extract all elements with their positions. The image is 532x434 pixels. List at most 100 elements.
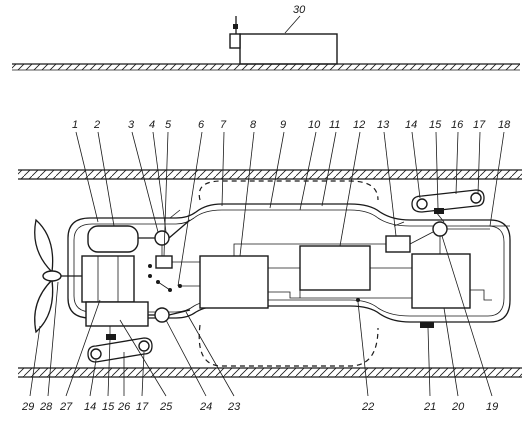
- surface-antenna-tip: [233, 24, 238, 29]
- leader-3: [131, 131, 159, 233]
- valve-24: [154, 307, 170, 323]
- leaders-bottom: [29, 235, 493, 397]
- contact-dot: [148, 264, 152, 268]
- label-17-bottom: 17: [136, 401, 149, 413]
- label-14-bottom: 14: [84, 401, 96, 413]
- label-6: 6: [198, 119, 205, 131]
- upper-track-wheel-a: [416, 198, 428, 210]
- label-26: 26: [117, 401, 131, 413]
- label-13: 13: [377, 119, 390, 131]
- shell-joint-a: [169, 209, 181, 219]
- skid-21: [420, 322, 434, 328]
- labels-bottom: 29 28 27 14 15 26 17 25 24 23 22 21 20 1…: [21, 401, 498, 413]
- leader-16: [455, 131, 459, 195]
- leader-20: [443, 307, 459, 397]
- battery-25: [85, 301, 149, 327]
- leader-2: [97, 131, 115, 227]
- valve-3: [154, 230, 170, 246]
- unit-12: [299, 245, 371, 291]
- leader-1: [75, 131, 99, 223]
- label-22: 22: [361, 401, 374, 413]
- leader-5: [163, 131, 169, 257]
- leader-14b: [89, 359, 97, 397]
- propeller: [34, 218, 86, 334]
- label-12: 12: [353, 119, 365, 131]
- pipe-bottom-hatch: [18, 368, 522, 377]
- seal-lower: [198, 324, 379, 367]
- label-21: 21: [423, 401, 436, 413]
- leader-23: [185, 311, 235, 397]
- leader-9: [269, 131, 285, 209]
- leader-14: [411, 131, 421, 199]
- label-15: 15: [429, 119, 442, 131]
- unit-13: [385, 235, 411, 253]
- leader-8: [239, 131, 255, 257]
- label-24: 24: [199, 401, 212, 413]
- label-4: 4: [149, 119, 155, 131]
- leader-27: [65, 299, 101, 397]
- unit-20: [411, 253, 471, 309]
- robot-shell-inner: [73, 209, 505, 317]
- leader-6: [177, 131, 203, 287]
- leader-15: [435, 131, 439, 209]
- leader-17: [477, 131, 481, 195]
- leader-13: [383, 131, 397, 237]
- labels-top: 1 2 3 4 5 6 7 8 9 10 11 12 13 14 15 16 1…: [72, 119, 511, 131]
- leader-25: [119, 319, 167, 397]
- propeller-hub: [42, 270, 62, 282]
- label-15-bottom: 15: [102, 401, 115, 413]
- label-18: 18: [498, 119, 511, 131]
- shell-joint-b: [393, 221, 405, 227]
- seal-upper: [198, 180, 379, 201]
- leader-21: [427, 327, 431, 397]
- lower-track-mount: [106, 334, 116, 340]
- contact-dot: [356, 298, 360, 302]
- leader-7: [221, 131, 225, 207]
- label-3: 3: [128, 119, 135, 131]
- label-9: 9: [280, 119, 286, 131]
- control-unit-8: [199, 255, 269, 309]
- leader-18: [489, 131, 505, 227]
- leader-15b: [107, 339, 111, 397]
- wiring: [138, 219, 492, 316]
- wire-8-13: [233, 243, 386, 256]
- leader-29: [29, 325, 41, 397]
- pipe: [18, 169, 522, 378]
- label-17: 17: [473, 119, 486, 131]
- label-28: 28: [39, 401, 53, 413]
- leader-12: [339, 131, 361, 247]
- valve-19: [432, 221, 448, 237]
- contact-dot: [178, 284, 182, 288]
- inflatable-seal: [198, 180, 379, 367]
- lower-track-wheel-b: [138, 340, 150, 352]
- label-14: 14: [405, 119, 417, 131]
- upper-track: [411, 189, 485, 223]
- wire-valve-shell: [168, 219, 191, 239]
- label-10: 10: [308, 119, 321, 131]
- propeller-blade-bottom: [34, 278, 54, 334]
- label-25: 25: [159, 401, 173, 413]
- label-20: 20: [451, 401, 465, 413]
- label-19: 19: [486, 401, 498, 413]
- wire-13-19: [409, 231, 434, 245]
- contact-dot: [148, 274, 152, 278]
- label-8: 8: [250, 119, 257, 131]
- label-23: 23: [227, 401, 241, 413]
- label-27: 27: [59, 401, 73, 413]
- leaders-top: [75, 131, 505, 287]
- surface-station: 30: [12, 4, 520, 71]
- label-29: 29: [21, 401, 34, 413]
- switch-arm: [157, 281, 171, 291]
- surface-station-box: [239, 33, 338, 65]
- leader-19: [441, 235, 493, 397]
- label-1: 1: [72, 119, 78, 131]
- upper-track-belt: [411, 189, 485, 213]
- wire-valve24-shell: [168, 309, 191, 316]
- upper-track-mount: [434, 208, 444, 214]
- components: [81, 221, 471, 327]
- surface-antenna-base: [229, 33, 241, 49]
- leader-24: [165, 319, 207, 397]
- wire-20-out: [470, 289, 492, 301]
